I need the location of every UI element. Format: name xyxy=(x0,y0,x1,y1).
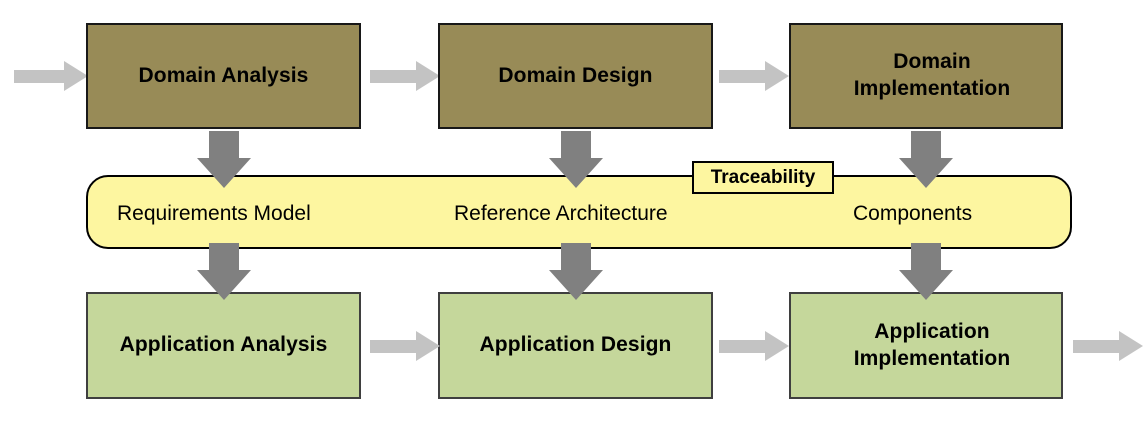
flow-arrow-into-domain-analysis xyxy=(14,61,88,91)
box-domain-design-label: Domain Design xyxy=(498,63,653,87)
artifact-components: Components xyxy=(853,202,973,225)
box-application-design[interactable]: Application Design xyxy=(438,292,713,399)
flow-arrow-domain-analysis-to-domain-design xyxy=(370,61,440,91)
down-arrow-components-to-application-implementation xyxy=(899,243,953,300)
down-arrow-domain-design-to-reference-architecture xyxy=(549,131,603,188)
box-domain-design[interactable]: Domain Design xyxy=(438,23,713,129)
box-domain-analysis-label: Domain Analysis xyxy=(138,63,309,87)
box-application-design-label: Application Design xyxy=(479,333,672,357)
box-application-analysis-label: Application Analysis xyxy=(119,333,328,357)
box-application-implementation[interactable]: Application Implementation xyxy=(789,292,1063,399)
box-domain-implementation-label-line2: Implementation xyxy=(853,77,1011,100)
traceability-tag-label: Traceability xyxy=(710,166,816,188)
box-application-implementation-label-line2: Implementation xyxy=(853,346,1011,370)
box-application-implementation-label-line1: Application xyxy=(874,319,990,343)
box-domain-analysis[interactable]: Domain Analysis xyxy=(86,23,361,129)
down-arrow-reference-architecture-to-application-design xyxy=(549,243,603,300)
box-domain-implementation-label-line1: Domain xyxy=(893,50,971,74)
down-arrow-requirements-model-to-application-analysis xyxy=(197,243,251,300)
flow-arrow-out-of-application-implementation xyxy=(1073,331,1143,361)
box-domain-implementation[interactable]: Domain Implementation xyxy=(789,23,1063,129)
flow-arrow-domain-design-to-domain-implementation xyxy=(719,61,789,91)
flow-arrow-application-analysis-to-application-design xyxy=(370,331,440,361)
artifact-reference-architecture: Reference Architecture xyxy=(454,202,668,225)
down-arrow-domain-implementation-to-components xyxy=(899,131,953,188)
box-application-analysis[interactable]: Application Analysis xyxy=(86,292,361,399)
down-arrow-domain-analysis-to-requirements-model xyxy=(197,131,251,188)
flow-arrow-application-design-to-application-implementation xyxy=(719,331,789,361)
artifact-requirements-model: Requirements Model xyxy=(117,202,311,225)
traceability-tag[interactable]: Traceability xyxy=(692,161,834,194)
